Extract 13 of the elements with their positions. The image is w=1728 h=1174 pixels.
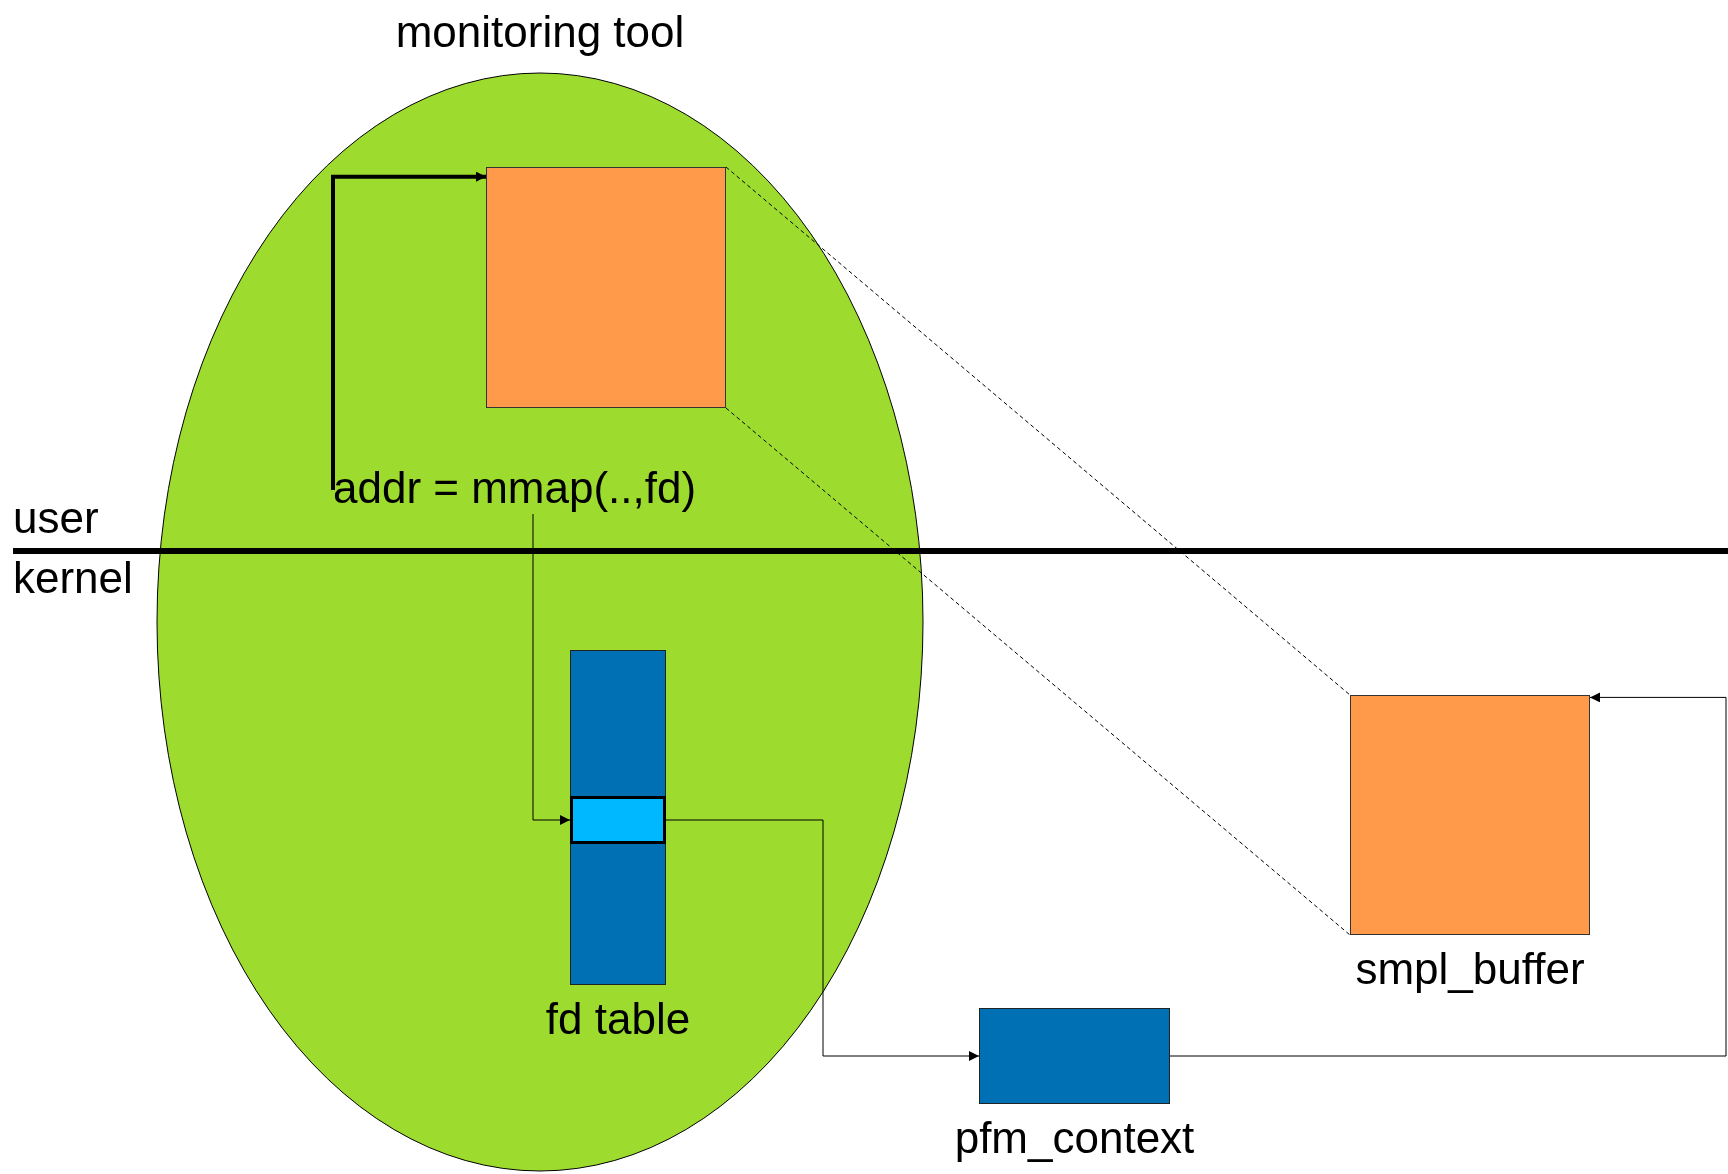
arrow bbox=[665, 819, 980, 1061]
region-label: kernel bbox=[13, 556, 133, 600]
node-label: monitoring tool bbox=[394, 10, 686, 54]
node-label: fd table bbox=[544, 997, 692, 1041]
node-label: pfm_context bbox=[953, 1116, 1196, 1160]
node-label: smpl_buffer bbox=[1354, 947, 1586, 991]
arrow bbox=[331, 171, 486, 490]
arrow bbox=[1169, 692, 1727, 1057]
code-text: addr = mmap(..,fd) bbox=[333, 466, 697, 510]
dashed-line bbox=[725, 166, 1351, 696]
region-label: user bbox=[13, 496, 99, 540]
dashed-line bbox=[725, 407, 1351, 936]
arrow bbox=[532, 513, 571, 825]
